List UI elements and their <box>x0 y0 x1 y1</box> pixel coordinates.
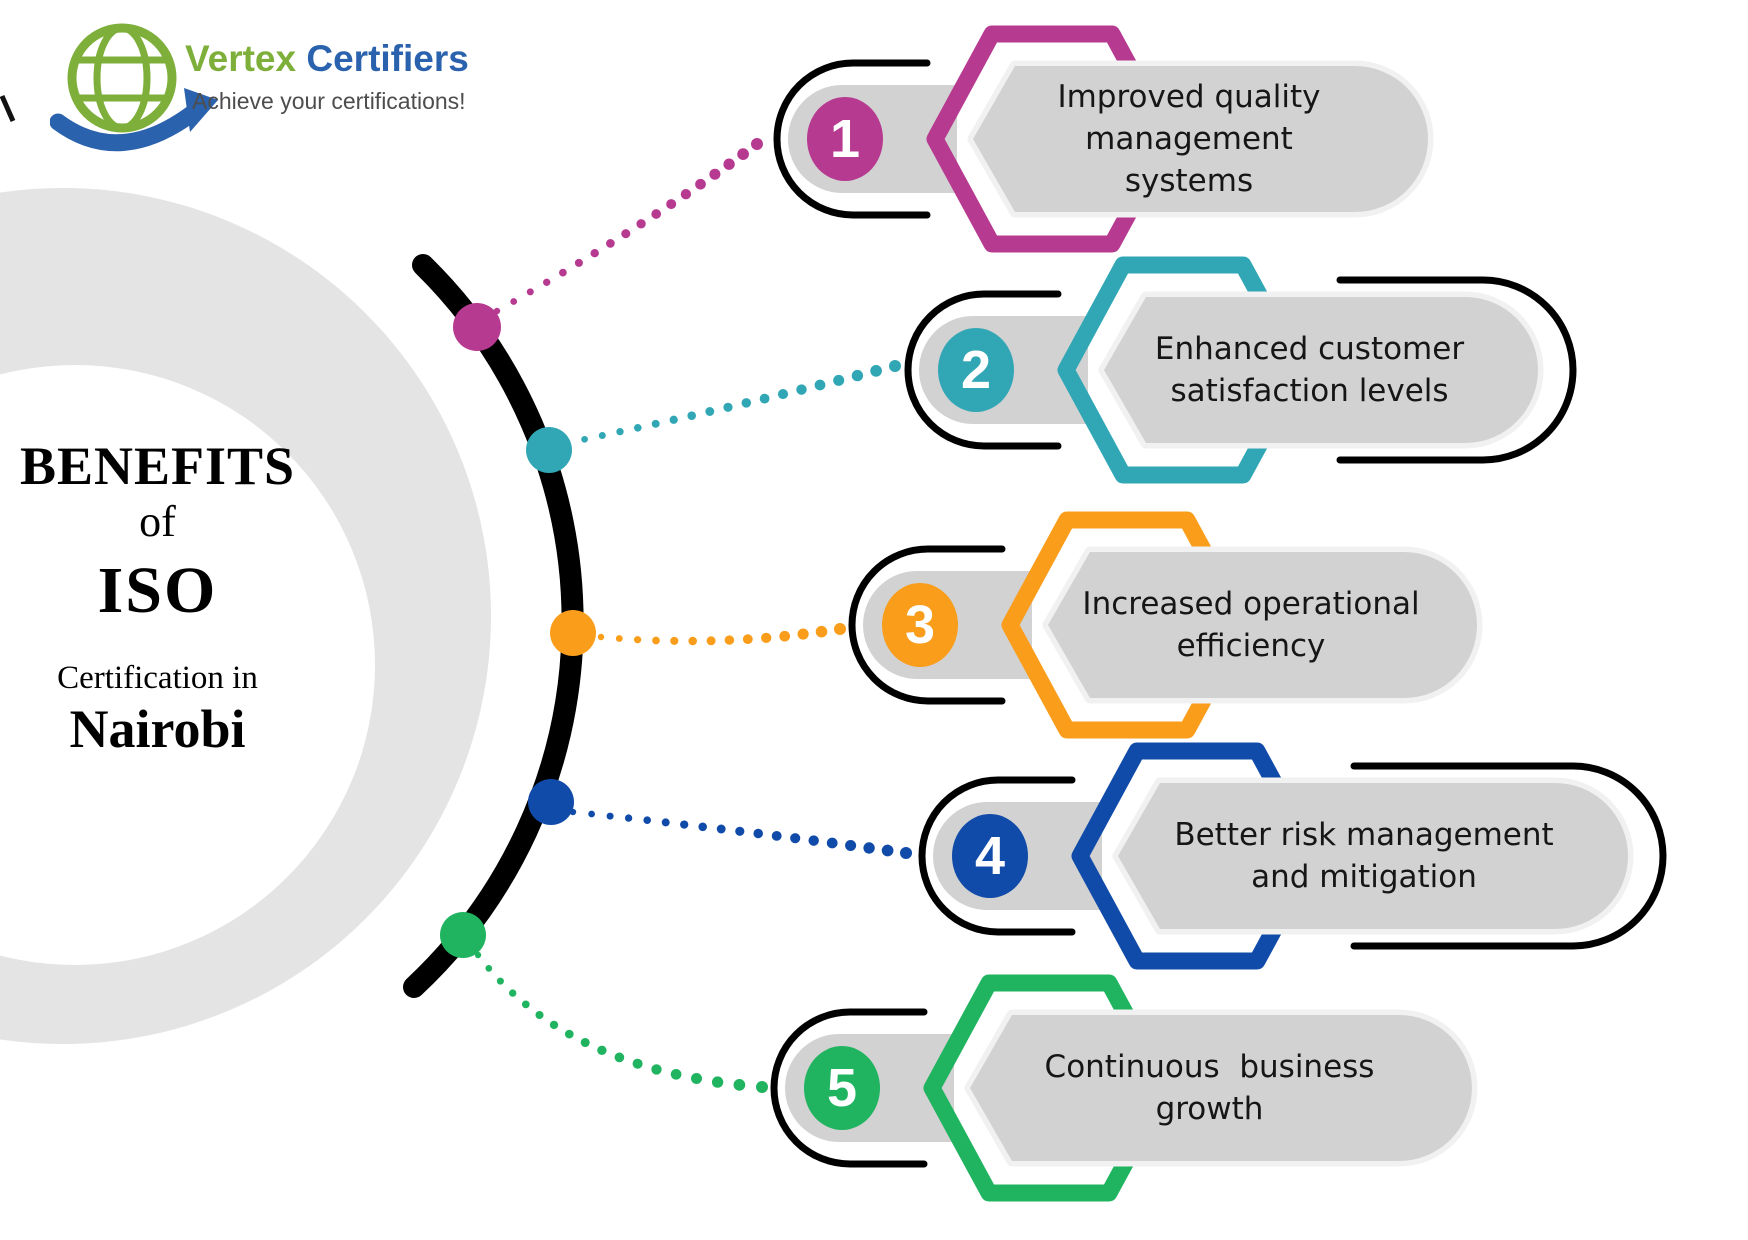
item-1-left-outline <box>773 59 931 219</box>
item-1-label: Improved quality management systems <box>1020 76 1358 202</box>
item-1-panel <box>973 66 1428 212</box>
benefit-item-2-graphics <box>904 256 1577 484</box>
item-5-left-outline <box>770 1008 928 1168</box>
item-2-right-outline <box>1336 276 1577 464</box>
item-3-left-outline <box>848 545 1006 705</box>
arc-dot-3 <box>550 610 596 656</box>
item-4-label-line-1: Better risk management <box>1174 817 1554 853</box>
connector-line-2 <box>563 360 901 447</box>
title-iso: ISO <box>97 554 218 627</box>
arc-dots <box>440 303 596 958</box>
globe-arrow-icon <box>49 23 218 152</box>
connector-line-4 <box>569 808 912 859</box>
item-3-label-line-2: efficiency <box>1176 628 1326 664</box>
item-1-number: 1 <box>829 109 861 169</box>
arc-dot-1 <box>453 303 501 351</box>
connector-line-5 <box>474 951 768 1093</box>
item-3-panel <box>1048 552 1477 698</box>
item-5-label-line-1: Continuous business <box>1044 1049 1375 1085</box>
brand-name-primary: Vertex <box>185 38 297 79</box>
connector-line-3 <box>597 623 846 646</box>
brand-tagline: Achieve your certifications! <box>192 88 466 114</box>
benefit-item-3-graphics <box>848 511 1483 739</box>
item-4-right-outline <box>1350 762 1667 950</box>
item-2-label: Enhanced customer satisfaction levels <box>1151 307 1468 433</box>
item-3-number-circle <box>882 583 958 667</box>
item-5-label-line-2: growth <box>1155 1091 1264 1127</box>
connector-line-1 <box>493 138 763 315</box>
item-1-label-line-1: Improved quality <box>1057 79 1321 115</box>
title-benefits: BENEFITS <box>19 436 296 496</box>
item-2-panel <box>1104 297 1538 443</box>
item-4-panel <box>1118 783 1628 929</box>
item-1-number-circle <box>807 97 883 181</box>
item-4-number-circle <box>952 814 1028 898</box>
item-5-label: Continuous business growth <box>1017 1025 1402 1151</box>
item-2-number: 2 <box>960 340 992 400</box>
benefits-ring <box>0 188 491 1044</box>
item-4-label-line-2: and mitigation <box>1251 859 1477 895</box>
title-city: Nairobi <box>69 699 246 759</box>
benefit-item-1-graphics <box>773 25 1434 253</box>
brand-name-secondary: Certifiers <box>306 38 469 79</box>
item-2-label-line-2: satisfaction levels <box>1170 373 1449 409</box>
item-5-number: 5 <box>826 1058 858 1118</box>
title-of: of <box>139 497 176 546</box>
item-3-label: Increased operational efficiency <box>1082 562 1419 688</box>
item-4-label: Better risk management and mitigation <box>1170 793 1558 919</box>
arc-dot-4 <box>528 779 574 825</box>
arc-dot-5 <box>440 912 486 958</box>
connector-dotted-lines <box>474 138 912 1093</box>
ring-inner-circle <box>0 365 375 965</box>
item-3-number: 3 <box>904 595 936 655</box>
item-4-left-outline <box>918 776 1076 936</box>
arc-dot-2 <box>526 427 572 473</box>
logo <box>49 16 220 166</box>
item-1-label-line-3: systems <box>1124 163 1254 199</box>
page-title: BENEFITS of ISO Certification in Nairobi <box>0 438 315 758</box>
item-5-number-circle <box>804 1046 880 1130</box>
item-2-label-line-1: Enhanced customer <box>1154 331 1465 367</box>
item-1-label-line-2: management <box>1085 121 1293 157</box>
benefit-item-4-graphics <box>918 742 1667 970</box>
item-4-number: 4 <box>974 826 1006 886</box>
item-5-panel <box>970 1015 1472 1161</box>
stray-mark <box>0 94 16 123</box>
title-certification-in: Certification in <box>57 660 258 696</box>
item-3-label-line-1: Increased operational <box>1082 586 1420 622</box>
benefit-item-5-graphics <box>770 974 1478 1202</box>
brand-name: Vertex Certifiers <box>185 38 469 80</box>
item-2-left-outline <box>904 290 1062 450</box>
item-2-number-circle <box>938 328 1014 412</box>
